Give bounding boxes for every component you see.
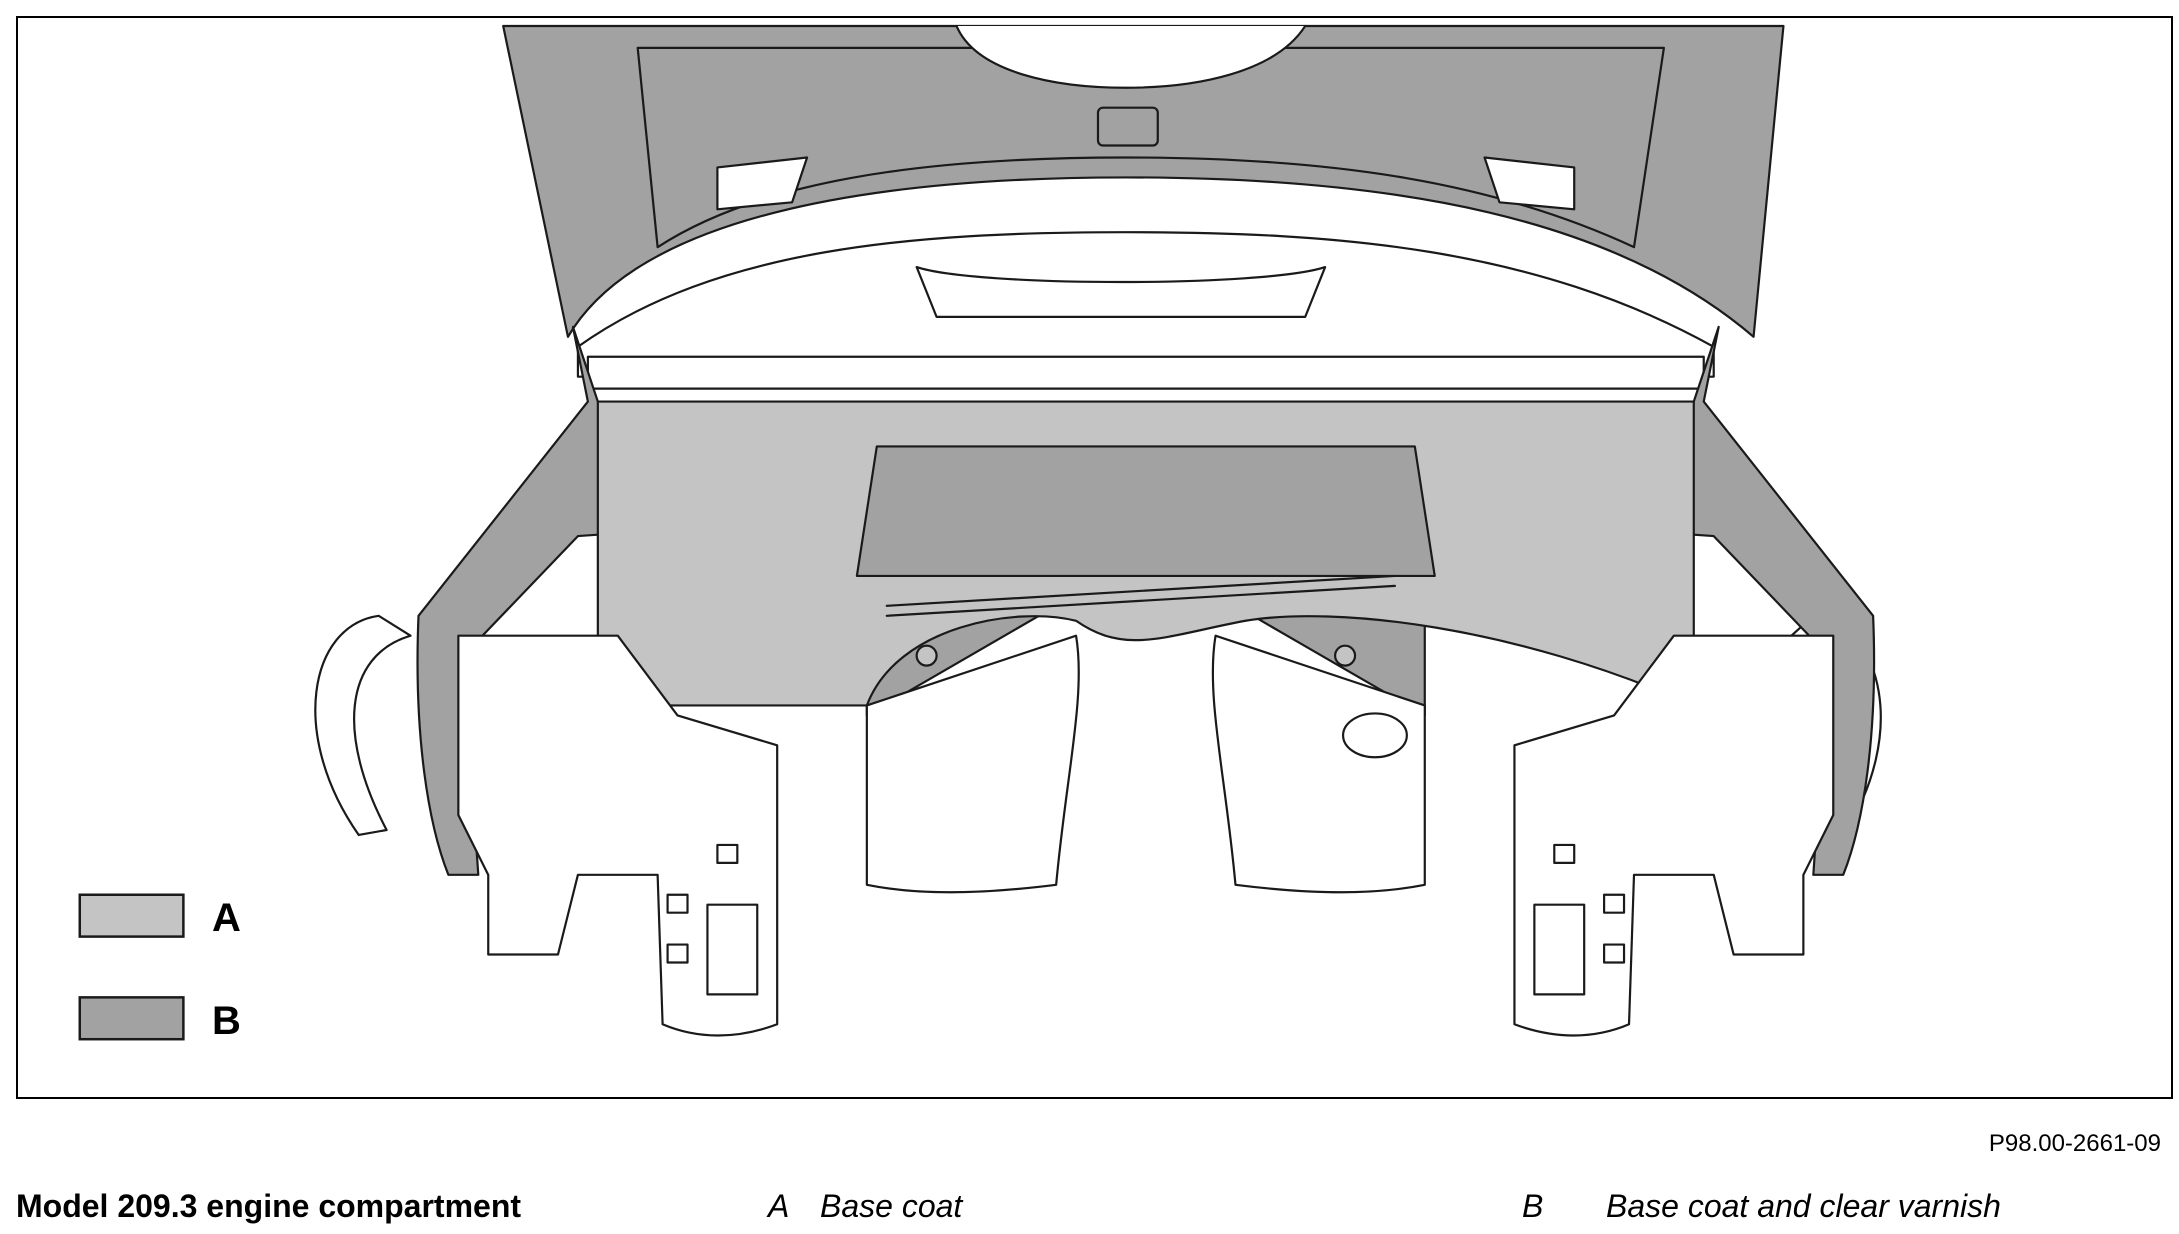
figure-id: P98.00-2661-09	[1988, 1130, 2161, 1157]
legend-key-a: A	[212, 896, 241, 940]
left-rail-pocket	[706, 903, 759, 996]
caption-title: Model 209.3 engine compartment	[16, 1188, 522, 1224]
right-rail-pocket	[1533, 903, 1586, 996]
left-rail-slot-1	[716, 843, 739, 864]
hood-latch	[1096, 106, 1159, 147]
legend-swatch-a	[78, 893, 185, 938]
caption-key-b: B	[1522, 1188, 1544, 1224]
cowl-cross-member	[586, 355, 1705, 390]
caption-desc-b: Base coat and clear varnish	[1606, 1188, 2001, 1224]
caption-key-a: A	[768, 1188, 790, 1224]
right-strut-mount	[1341, 712, 1408, 759]
left-fender-arch	[314, 614, 412, 837]
right-front-rail	[1513, 634, 1835, 1037]
harness-line-1	[885, 574, 1396, 607]
right-rail-slot-2	[1603, 893, 1626, 914]
center-bulkhead-detail	[855, 445, 1436, 578]
right-strut-tower	[1211, 634, 1426, 894]
legend-swatch-b	[78, 996, 185, 1041]
firewall-bulge	[915, 265, 1327, 318]
hood-rear-cutout	[955, 24, 1307, 89]
right-rail-slot-3	[1603, 943, 1626, 964]
engine-compartment-drawing	[78, 24, 1882, 1041]
right-bolt-head	[1334, 644, 1357, 667]
legend-key-b: B	[212, 999, 241, 1043]
left-bolt-head	[915, 644, 938, 667]
left-rail-slot-3	[666, 943, 689, 964]
left-strut-tower	[865, 634, 1080, 894]
left-front-rail	[457, 634, 779, 1037]
hood-left-window	[716, 156, 809, 211]
hood-right-window	[1483, 156, 1576, 211]
figure-frame: A B	[16, 16, 2173, 1099]
caption-desc-a: Base coat	[820, 1188, 963, 1224]
harness-line-2	[885, 584, 1396, 617]
right-rail-slot-1	[1553, 843, 1576, 864]
left-rail-slot-2	[666, 893, 689, 914]
